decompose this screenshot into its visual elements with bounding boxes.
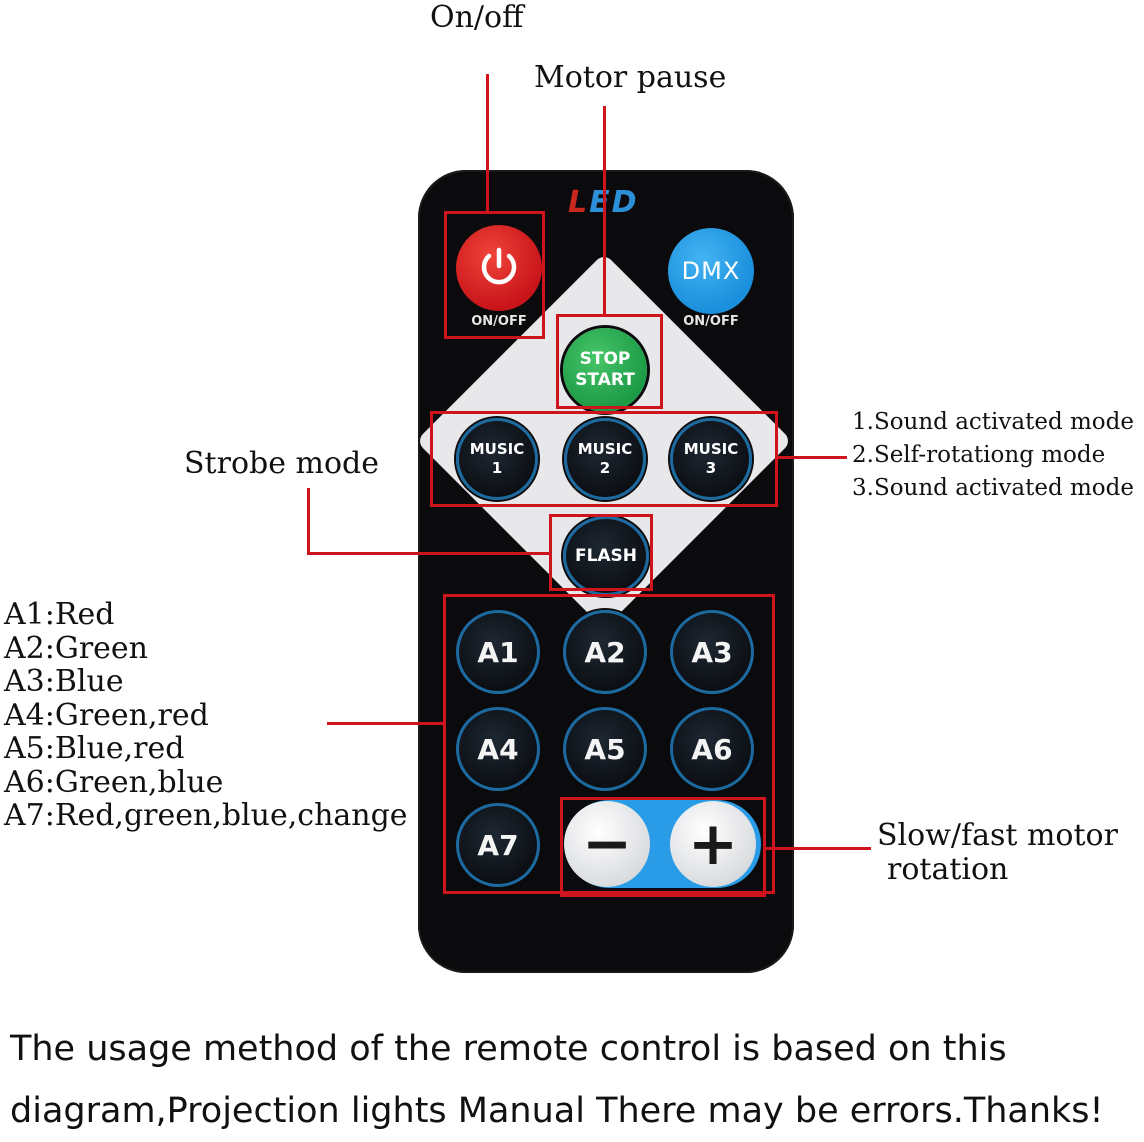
label-motor-pause: Motor pause <box>534 60 727 95</box>
highlight-flash <box>549 514 653 591</box>
leader-strobe-vertical <box>307 488 310 555</box>
color-key-a2: A2:Green <box>4 630 148 666</box>
color-key-a7: A7:Red,green,blue,change <box>4 798 408 833</box>
power-caption: ON/OFF <box>471 314 527 329</box>
music-mode-1: 1.Sound activated mode <box>852 409 1134 435</box>
highlight-stop-start <box>556 314 663 409</box>
leader-speed <box>765 847 871 850</box>
color-key-a3: A3:Blue <box>4 664 124 699</box>
mask-a7-gap <box>546 794 562 798</box>
music-1-number: 1 <box>491 459 503 477</box>
a5-button[interactable]: A5 <box>563 707 647 791</box>
music-2-label: MUSIC <box>577 440 633 458</box>
footer-note: The usage method of the remote control i… <box>10 1018 1144 1142</box>
a3-button[interactable]: A3 <box>670 610 754 694</box>
a2-button[interactable]: A2 <box>563 610 647 694</box>
music-3-label: MUSIC <box>683 440 739 458</box>
label-strobe-mode: Strobe mode <box>184 446 379 481</box>
highlight-power <box>444 211 545 339</box>
highlight-speed <box>560 797 766 897</box>
leader-music-modes <box>777 456 847 459</box>
brand-logo-part2: ED <box>589 185 639 220</box>
color-key-a6: A6:Green,blue <box>4 764 224 800</box>
stop-label: STOP <box>579 349 631 369</box>
music-mode-list: 1.Sound activated mode 2.Self-rotationg … <box>852 406 1134 505</box>
a1-button[interactable]: A1 <box>456 610 540 694</box>
color-key-a1: A1:Red <box>4 597 115 632</box>
music-1-label: MUSIC <box>469 440 525 458</box>
leader-on-off <box>486 74 489 212</box>
brand-logo-part1: L <box>568 185 590 220</box>
label-slow-fast-line1: Slow/fast motor <box>877 818 1118 853</box>
highlight-music <box>430 411 778 507</box>
speed-up-button[interactable]: + <box>670 801 756 887</box>
leader-motor-pause <box>603 106 606 315</box>
footer-line-1: The usage method of the remote control i… <box>10 1029 1007 1069</box>
dmx-caption: ON/OFF <box>683 314 739 329</box>
a7-button[interactable]: A7 <box>456 803 540 887</box>
start-label: START <box>575 370 635 390</box>
stop-start-button[interactable]: STOP START <box>563 328 647 412</box>
dmx-button[interactable]: DMX <box>668 228 754 314</box>
music-2-number: 2 <box>599 459 611 477</box>
label-slow-fast: Slow/fast motor rotation <box>877 819 1118 887</box>
label-on-off: On/off <box>430 0 524 35</box>
label-slow-fast-line2: rotation <box>887 852 1009 887</box>
color-key-list: A1:Red A2:Green A3:Blue A4:Green,red A5:… <box>4 598 408 833</box>
flash-button[interactable]: FLASH <box>563 516 649 596</box>
highlight-color-buttons <box>443 594 775 894</box>
power-icon <box>481 247 517 285</box>
a6-button[interactable]: A6 <box>670 707 754 791</box>
stop-start-label: STOP START <box>575 349 635 391</box>
music-mode-3: 3.Sound activated mode <box>852 475 1134 501</box>
leader-strobe-horizontal <box>307 552 550 555</box>
footer-line-2: diagram,Projection lights Manual There m… <box>10 1091 1104 1131</box>
brand-logo: LED <box>568 180 678 226</box>
power-button[interactable] <box>456 225 542 311</box>
color-key-a5: A5:Blue,red <box>4 731 185 766</box>
speed-down-button[interactable]: − <box>564 801 650 887</box>
music-3-number: 3 <box>705 459 717 477</box>
leader-color-keys <box>327 722 444 725</box>
a4-button[interactable]: A4 <box>456 707 540 791</box>
music-mode-2: 2.Self-rotationg mode <box>852 442 1106 468</box>
color-key-a4: A4:Green,red <box>4 697 209 733</box>
